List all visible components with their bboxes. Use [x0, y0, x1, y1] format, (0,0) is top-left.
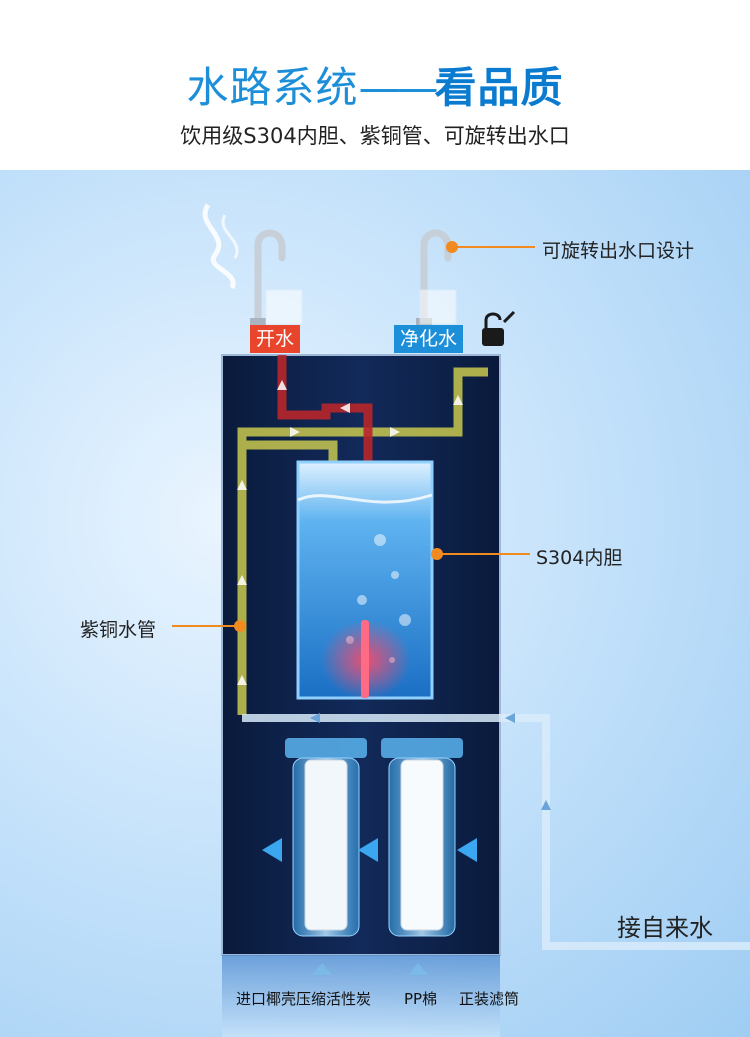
hot-faucet-base — [250, 318, 266, 328]
carbon-filter — [285, 738, 367, 937]
steam-icon — [221, 214, 239, 259]
cup-icon — [265, 289, 303, 325]
filter-label-pp: PP棉 — [404, 990, 438, 1008]
inlet-arrows — [310, 713, 551, 810]
tank-callout: S304内胆 — [536, 547, 623, 569]
up-arrows — [312, 963, 428, 975]
cabinet-base — [222, 955, 500, 1037]
title-dash: —— — [358, 63, 439, 112]
pp-filter — [381, 738, 463, 937]
title-emphasis: 看品质 — [434, 63, 564, 112]
water-surface — [297, 493, 433, 504]
header: 水路系统——看品质 饮用级S304内胆、紫铜管、可旋转出水口 — [0, 0, 750, 170]
callout-lines — [172, 246, 535, 627]
filter-label-upright: 正装滤筒 — [459, 990, 520, 1008]
page-subtitle: 饮用级S304内胆、紫铜管、可旋转出水口 — [180, 124, 570, 148]
page-title: 水路系统——看品质 — [0, 62, 750, 114]
child-lock-icon — [482, 310, 516, 346]
title-primary: 水路系统 — [186, 63, 359, 112]
inlet-callout: 接自来水 — [617, 914, 713, 942]
heater-element — [361, 620, 369, 698]
inlet-pipe — [242, 714, 750, 950]
copper-pipe-hot — [277, 355, 373, 535]
pure-water-tag: 净化水 — [394, 325, 464, 353]
faucet-callout: 可旋转出水口设计 — [542, 240, 695, 262]
pipe-callout: 紫铜水管 — [80, 619, 157, 641]
hot-water-tag: 开水 — [250, 325, 301, 353]
cup-icon — [419, 289, 457, 325]
callout-dots — [234, 241, 458, 632]
steam-icon — [202, 203, 236, 290]
filter-flow-arrows — [262, 838, 477, 862]
hot-faucet-icon — [254, 229, 286, 324]
filter-label-carbon: 进口椰壳压缩活性炭 — [236, 990, 372, 1008]
